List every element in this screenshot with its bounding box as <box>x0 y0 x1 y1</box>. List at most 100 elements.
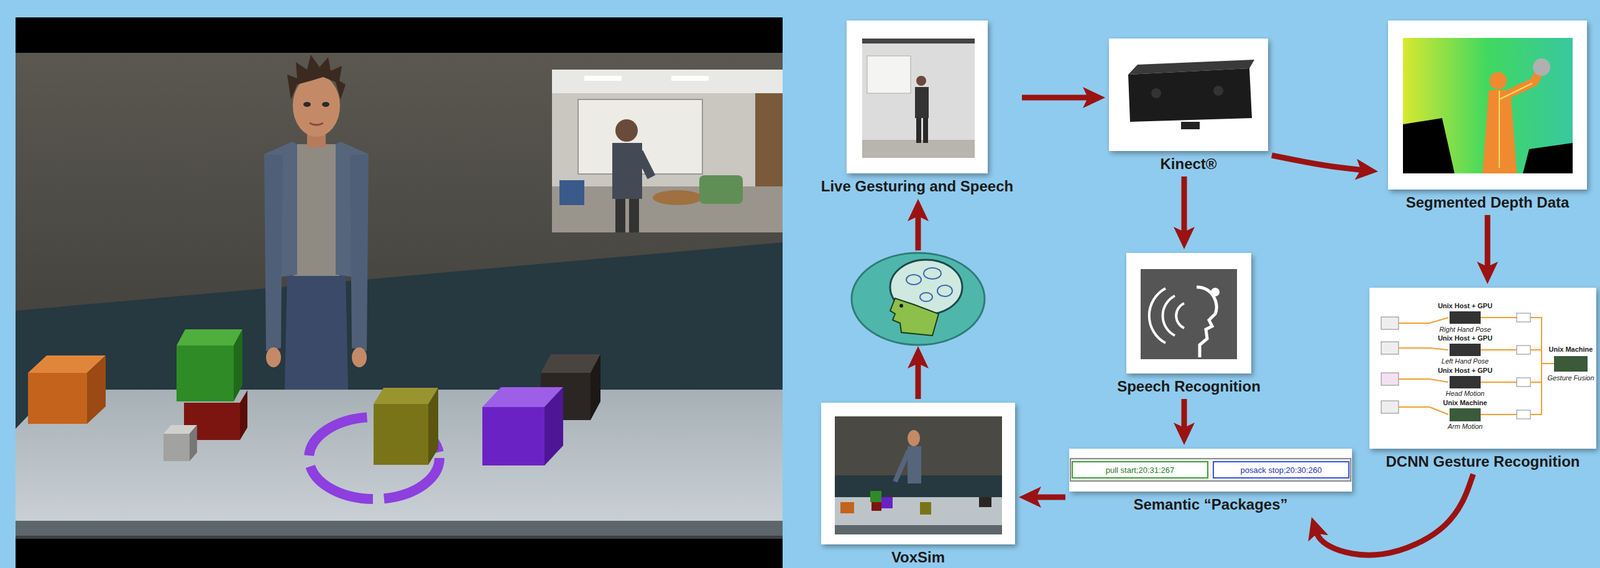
flow-arrow <box>1021 95 1095 101</box>
video-inset <box>615 198 626 233</box>
speech-icon <box>1196 287 1217 358</box>
scene-screenshot <box>15 520 783 536</box>
video-inset <box>559 180 585 206</box>
voxsim-thumbnail <box>979 497 992 508</box>
kinect-sensor <box>1213 85 1224 96</box>
scene-screenshot <box>15 535 783 539</box>
stage-name: Right Hand Pose <box>1439 325 1491 334</box>
blocks <box>373 404 429 465</box>
machine-name: Unix Machine <box>1443 399 1488 408</box>
flow-arrow <box>1314 474 1474 556</box>
blocks <box>544 387 564 466</box>
packet-bar <box>1070 458 1351 482</box>
stage-name: Left Hand Pose <box>1441 357 1489 366</box>
machine-name: Unix Host + GPU <box>1437 366 1493 375</box>
blocks <box>176 329 243 346</box>
blocks <box>590 354 601 421</box>
simulation-card: VoxSim <box>821 402 1016 567</box>
mind-illustration <box>851 252 985 345</box>
cnn-network <box>1516 377 1531 387</box>
machine-name: Unix Host + GPU <box>1437 334 1493 343</box>
speech-icon <box>1149 288 1185 344</box>
feedback-arrow <box>915 357 922 400</box>
depth-image <box>1402 37 1573 174</box>
video-inset <box>551 186 783 233</box>
card-area <box>1388 20 1587 190</box>
card-background <box>1126 252 1252 374</box>
video-inset <box>551 69 783 233</box>
card-area: pull start;20:31:267 posack stop;20:30:26… <box>1069 448 1352 492</box>
machine-name: Unix Host + GPU <box>1437 302 1493 311</box>
voxsim-thumbnail <box>834 497 1003 526</box>
cnn-network <box>1449 376 1481 389</box>
live-photo <box>923 118 929 143</box>
avatar <box>303 101 311 107</box>
flow-arrow <box>1271 155 1367 171</box>
video-inset <box>652 190 703 206</box>
flow-arrow <box>1029 494 1066 501</box>
avatar <box>284 273 349 390</box>
video-inset <box>615 119 638 142</box>
blocks <box>27 372 88 424</box>
video-inset <box>584 75 622 81</box>
mind-illustration <box>906 274 922 285</box>
stage-name: Gesture Fusion <box>1547 374 1594 383</box>
cnn-network <box>1381 311 1588 422</box>
card-area <box>1108 38 1269 152</box>
field-text: pull start;20:31:267 <box>1105 465 1175 475</box>
speech-icon <box>1140 269 1237 360</box>
card-background <box>1108 38 1269 152</box>
packet-field: pull start;20:31:267 <box>1071 461 1209 479</box>
caption: VoxSim <box>821 548 1016 567</box>
kinect-sensor <box>1151 88 1162 99</box>
cnn-network <box>1381 400 1399 414</box>
speech-icon <box>1140 269 1237 360</box>
flow-arrow <box>1181 399 1188 434</box>
mind-illustration <box>899 303 904 308</box>
avatar <box>266 347 281 368</box>
caption: DCNN Gesture Recognition <box>1369 453 1597 471</box>
speech-icon <box>1210 287 1220 297</box>
scene-screenshot <box>15 389 783 521</box>
blocks <box>373 387 439 405</box>
feedback-arrow <box>915 210 922 251</box>
kinect-sensor <box>1128 68 1252 122</box>
video-inset <box>671 75 709 81</box>
packet-field: posack stop;20:30:260 <box>1212 461 1350 479</box>
cnn-network <box>1398 407 1449 415</box>
cnn-network <box>1381 317 1399 330</box>
card-area <box>821 402 1016 545</box>
stage-name: Arm Motion <box>1447 422 1483 431</box>
cnn-network <box>1381 341 1399 355</box>
cnn-network <box>1398 348 1449 350</box>
cnn-network <box>1516 410 1531 419</box>
avatar <box>321 101 330 107</box>
voxsim-thumbnail <box>834 525 1003 535</box>
avatar <box>264 54 369 390</box>
cnn-network <box>1449 311 1481 324</box>
mind-illustration <box>890 259 963 315</box>
avatar <box>349 154 369 352</box>
voxsim-thumbnail <box>881 497 893 509</box>
blocks <box>87 355 106 424</box>
blocks <box>27 329 601 500</box>
blocks <box>482 407 545 466</box>
depth-image <box>1499 83 1533 168</box>
depth-card: Segmented Depth Data <box>1381 20 1594 212</box>
depth-image <box>1507 69 1541 95</box>
card-area <box>1126 252 1252 374</box>
scene-screenshot <box>15 17 783 568</box>
packet-card: pull start;20:31:267 posack stop;20:30:26… <box>1069 448 1352 514</box>
cnn-network <box>1516 345 1531 355</box>
depth-image <box>1532 58 1551 76</box>
video-inset <box>629 198 640 233</box>
avatar <box>292 74 341 137</box>
speech-card: Speech Recognition <box>1112 252 1265 396</box>
caption: Semantic “Packages” <box>1069 496 1352 514</box>
voxsim-thumbnail <box>871 502 882 511</box>
scene-screenshot <box>15 242 783 539</box>
card-background <box>1388 20 1587 190</box>
